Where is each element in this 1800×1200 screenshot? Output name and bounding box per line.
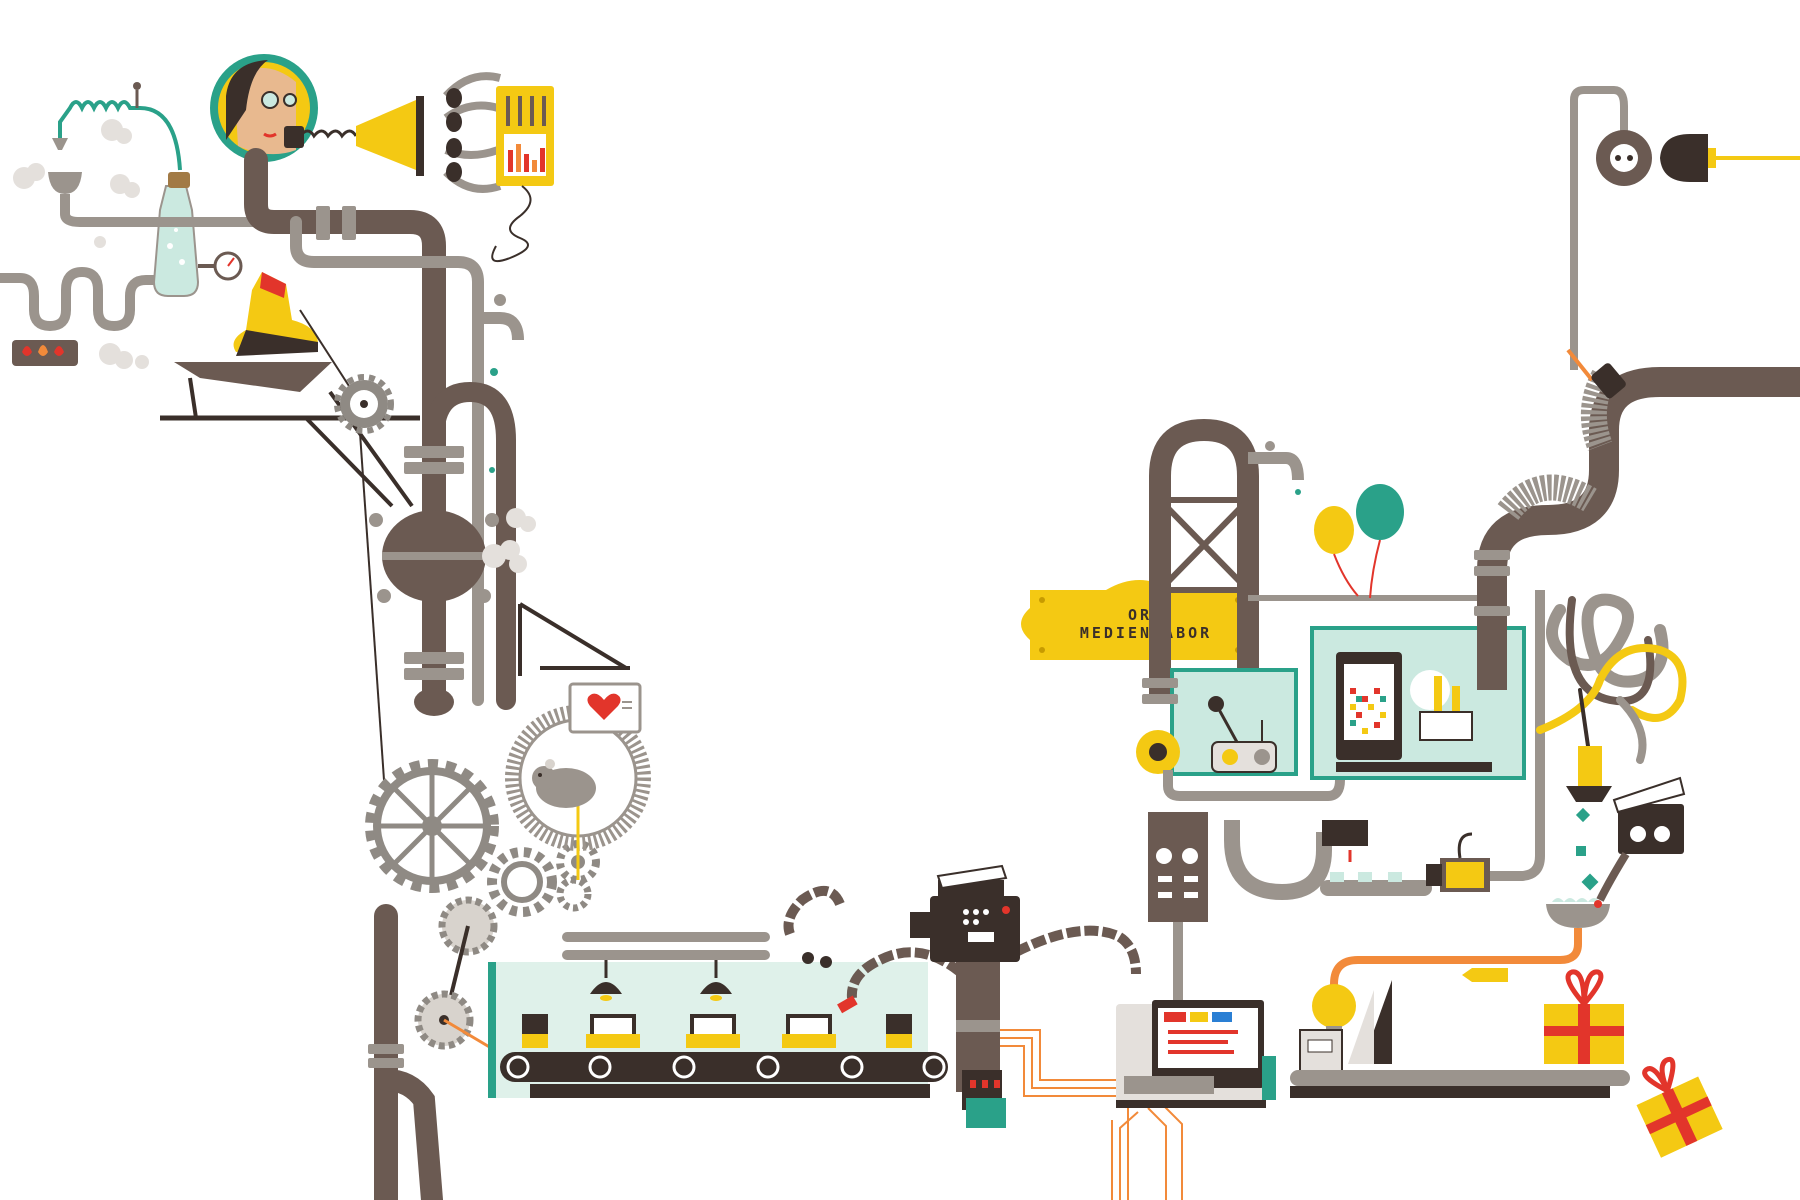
faucet-icon-right	[1265, 441, 1301, 495]
power-plug-icon	[1660, 134, 1800, 182]
motor-unit	[1426, 590, 1545, 892]
monitor-icon	[522, 1014, 912, 1048]
glass-flask	[152, 172, 200, 297]
funnel-bowl	[48, 172, 82, 194]
pressure-gauge-icon	[198, 251, 243, 281]
video-camera-icon	[910, 896, 1020, 962]
flexible-hose	[1497, 348, 1626, 521]
wavy-pipe	[0, 266, 176, 332]
heart-icon	[587, 693, 621, 720]
heart-monitor	[568, 682, 642, 734]
lab-radio-box	[1170, 668, 1298, 776]
central-monitor-station	[1116, 1000, 1276, 1108]
top-right-pipes	[1477, 86, 1800, 690]
control-panel-column	[1148, 770, 1345, 1000]
stove-burner	[12, 340, 78, 366]
yellow-valve-wheel	[1136, 730, 1180, 774]
hamster-wheel	[505, 602, 651, 880]
pipe-flanges	[316, 206, 464, 1068]
equalizer-panel	[496, 86, 554, 186]
radio-icon	[1211, 720, 1277, 773]
sign-line-2: MEDIENLABOR	[1080, 624, 1212, 642]
hamster-icon	[532, 759, 596, 808]
wall-socket-icon	[1596, 130, 1652, 186]
camera-robot	[783, 864, 1141, 1128]
medium-gear	[487, 847, 557, 917]
funnel-dispenser	[1546, 746, 1612, 928]
steam-puffs	[13, 119, 149, 369]
drip-conveyor	[1320, 820, 1432, 896]
camera-robot-hand	[802, 952, 858, 1014]
pipe-joints-right	[1142, 550, 1510, 704]
lab-computer-box	[1310, 626, 1526, 780]
yellow-tab	[1462, 968, 1508, 982]
production-line-right	[1290, 980, 1630, 1098]
large-gear	[365, 759, 499, 893]
light-bulb-icon	[1434, 676, 1460, 712]
orange-feed-pipe	[1330, 928, 1582, 1000]
clapperboard-icon-right	[1594, 776, 1686, 908]
spring-cable	[491, 185, 532, 262]
gear-icon	[334, 374, 394, 434]
stove-boiler-assembly	[0, 82, 320, 369]
clapperboard-icon	[936, 864, 1008, 896]
production-line-left	[488, 932, 948, 1098]
pressure-tank	[369, 510, 499, 716]
megaphone-icon	[284, 96, 424, 176]
teal-coil	[52, 82, 182, 171]
tangled-cables	[1536, 593, 1687, 764]
hanging-lamps	[590, 960, 732, 1001]
speaker-heads	[446, 88, 462, 182]
right-tower	[1149, 418, 1484, 700]
faucet-icon	[478, 294, 524, 473]
boot-icon	[233, 272, 318, 356]
orf-medienlabor-sign: ORF MEDIENLABOR	[1021, 580, 1259, 660]
falling-gift-icon	[1636, 1056, 1723, 1158]
pulley-string	[299, 309, 359, 401]
balloon-icon	[1314, 484, 1404, 599]
flame-icon	[22, 345, 64, 356]
slide-ramp	[160, 362, 420, 508]
central-steam	[482, 508, 536, 573]
circuit-traces	[1000, 1029, 1183, 1200]
gift-icon	[1544, 969, 1624, 1064]
